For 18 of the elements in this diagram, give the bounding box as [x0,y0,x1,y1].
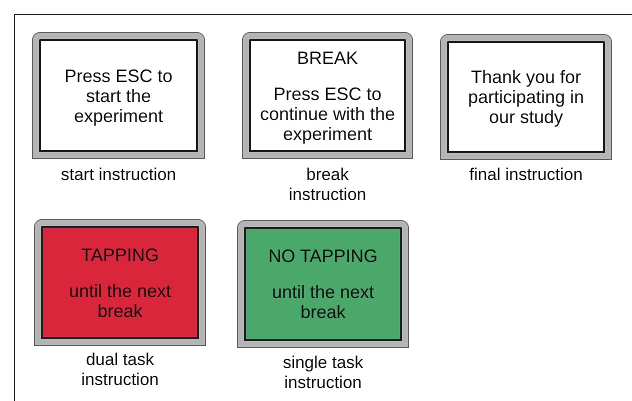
screen-heading: BREAK [296,48,358,68]
screen-heading: TAPPING [81,244,159,264]
screen-text: Press ESC to continue with the experiment [259,84,396,144]
monitor-screen [243,33,412,158]
screen-caption: break instruction [288,165,368,205]
screen-text: until the next break [270,282,376,322]
screen-text: Press ESC to start the experiment [63,66,174,126]
screen-text: Thank you for participating in our study [466,67,586,127]
screen-text: until the next break [68,280,172,320]
screen-caption: single task instruction [282,353,364,393]
screen-heading: NO TAPPING [268,246,378,266]
monitor-screen [238,221,408,347]
monitor-screen [35,220,205,345]
monitor-screen [33,33,204,158]
screen-caption: final instruction [468,165,584,185]
screen-caption: dual task instruction [80,350,160,390]
monitor-screen [441,35,611,159]
screen-caption: start instruction [60,165,178,185]
